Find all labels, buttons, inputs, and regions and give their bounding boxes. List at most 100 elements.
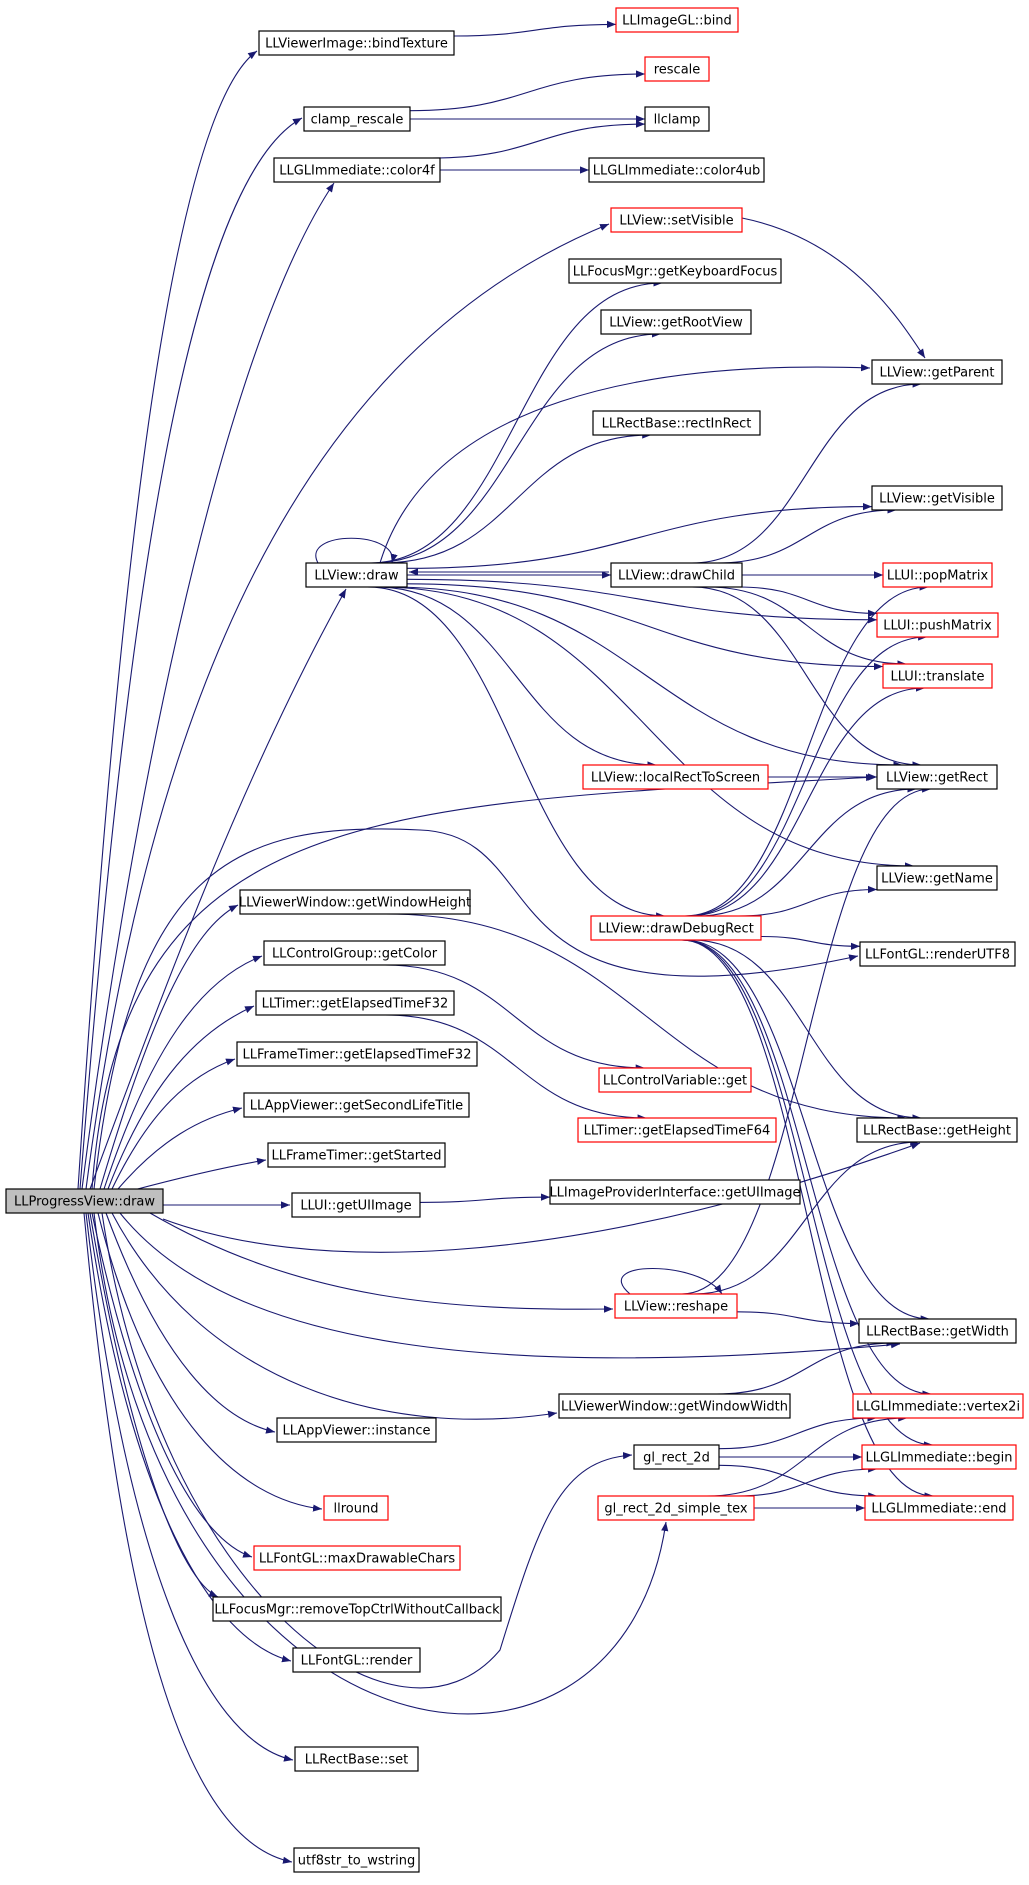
node-box [303,106,411,132]
edge-getColor-to-controlVariableGet [384,964,645,1072]
node-reshape[interactable]: LLView::reshape [614,1293,738,1319]
node-label: LLRectBase::getWidth [866,1325,1009,1340]
node-root[interactable]: LLProgressView::draw [5,1188,164,1214]
node-setVisible[interactable]: LLView::setVisible [610,207,743,233]
node-maxDrawableChars[interactable]: LLFontGL::maxDrawableChars [253,1545,461,1571]
node-label: LLControlGroup::getColor [272,947,438,962]
node-getWindowHeight[interactable]: LLViewerWindow::getWindowHeight [239,889,471,915]
node-rectInRect[interactable]: LLRectBase::rectInRect [592,410,761,436]
edge-root-to-renderUTF8 [93,828,859,1190]
node-bindTexture[interactable]: LLViewerImage::bindTexture [258,30,455,56]
edge-root-to-getWidth [119,1212,901,1359]
node-getParent[interactable]: LLView::getParent [871,359,1003,385]
node-label: LLView::reshape [624,1300,728,1315]
node-getStarted[interactable]: LLFrameTimer::getStarted [267,1142,446,1168]
edge-reshape-to-reshape [620,1268,723,1295]
edge-root-to-getElapsedTimeF32 [107,1005,255,1190]
node-getWidth[interactable]: LLRectBase::getWidth [858,1318,1017,1344]
node-localRectToScreen[interactable]: LLView::localRectToScreen [582,764,769,790]
node-vertex2i[interactable]: LLGLImmediate::vertex2i [852,1393,1024,1419]
node-drawDebugRect[interactable]: LLView::drawDebugRect [590,915,762,941]
node-getUIImage[interactable]: LLUI::getUIImage [291,1192,421,1218]
edge-root-to-getStarted [129,1157,267,1192]
node-translate[interactable]: LLUI::translate [882,663,993,689]
node-label: LLControlVariable::get [603,1074,747,1089]
edge-root-to-viewDraw [89,588,347,1190]
node-box [212,1596,502,1622]
node-llclamp[interactable]: llclamp [644,106,710,132]
node-box [615,7,739,33]
edge-root-to-removeTopCtrl [89,1212,219,1598]
node-instance[interactable]: LLAppViewer::instance [276,1417,437,1443]
edge-viewDraw-to-drawDebugRect [367,586,666,920]
node-popMatrix[interactable]: LLUI::popMatrix [882,562,993,588]
node-box [592,410,761,436]
node-getSecondLifeTitle[interactable]: LLAppViewer::getSecondLifeTitle [243,1092,470,1118]
edge-getElapsedTimeF32-to-getElapsedTimeF64 [385,1014,647,1122]
node-label: LLGLImmediate::color4f [279,164,435,179]
node-getRootView[interactable]: LLView::getRootView [600,309,752,335]
node-begin[interactable]: LLGLImmediate::begin [861,1444,1017,1470]
node-end[interactable]: LLGLImmediate::end [864,1495,1014,1521]
edge-gl_rect_2d_simple_tex-to-vertex2i [706,1414,908,1497]
edge-root-to-frameGetElapsed [111,1058,236,1190]
node-label: LLFocusMgr::removeTopCtrlWithoutCallback [214,1603,500,1618]
node-viewDraw[interactable]: LLView::draw [305,562,408,588]
node-rectSet[interactable]: LLRectBase::set [294,1746,419,1772]
node-getColor[interactable]: LLControlGroup::getColor [263,940,446,966]
node-getRect[interactable]: LLView::getRect [876,764,998,790]
node-label: LLUI::getUIImage [300,1199,411,1214]
node-rescale[interactable]: rescale [644,56,710,82]
node-controlVariableGet[interactable]: LLControlVariable::get [598,1067,752,1093]
node-label: LLView::drawChild [618,569,735,584]
node-gl_rect_2d_simple_tex[interactable]: gl_rect_2d_simple_tex [597,1495,755,1521]
node-gl_rect_2d[interactable]: gl_rect_2d [633,1444,720,1470]
edge-viewDraw-to-rectInRect [381,431,652,564]
node-providerGetUIImage[interactable]: LLImageProviderInterface::getUIImage [549,1179,801,1205]
node-pushMatrix[interactable]: LLUI::pushMatrix [876,612,999,638]
node-box [864,1495,1014,1521]
node-label: LLView::getVisible [879,492,995,507]
node-render[interactable]: LLFontGL::render [292,1647,421,1673]
node-color4f[interactable]: LLGLImmediate::color4f [273,157,441,183]
node-box [871,485,1003,511]
node-box [876,612,999,638]
node-box [610,207,743,233]
edge-reshape-to-getHeight [693,1138,920,1295]
node-box [600,309,752,335]
node-label: LLAppViewer::instance [283,1424,431,1439]
node-label: LLGLImmediate::end [871,1502,1006,1517]
node-removeTopCtrl[interactable]: LLFocusMgr::removeTopCtrlWithoutCallback [212,1596,502,1622]
node-frameGetElapsed[interactable]: LLFrameTimer::getElapsedTimeF32 [236,1041,478,1067]
node-box [598,1067,752,1093]
node-getWindowWidth[interactable]: LLViewerWindow::getWindowWidth [558,1393,791,1419]
edge-root-to-gl_rect_2d_simple_tex [93,1212,669,1715]
node-label: LLImageGL::bind [622,14,732,29]
edge-root-to-utf8str [83,1212,293,1864]
node-label: LLTimer::getElapsedTimeF32 [262,997,449,1012]
node-label: LLUI::popMatrix [887,569,989,584]
node-label: LLImageProviderInterface::getUIImage [549,1186,800,1201]
node-label: LLRectBase::getHeight [863,1124,1011,1139]
node-getHeight[interactable]: LLRectBase::getHeight [856,1117,1018,1143]
node-bind[interactable]: LLImageGL::bind [615,7,739,33]
node-clamp_rescale[interactable]: clamp_rescale [303,106,411,132]
node-label: LLFontGL::render [301,1654,413,1669]
node-color4ub[interactable]: LLGLImmediate::color4ub [588,157,765,183]
node-getName[interactable]: LLView::getName [876,865,998,891]
node-box [291,1192,421,1218]
edge-viewDraw-to-pushMatrix [406,578,878,624]
node-getVisible[interactable]: LLView::getVisible [871,485,1003,511]
node-getKeyboardFocus[interactable]: LLFocusMgr::getKeyboardFocus [568,258,782,284]
node-utf8str[interactable]: utf8str_to_wstring [293,1847,420,1873]
node-llround[interactable]: llround [323,1495,389,1521]
node-box [549,1179,801,1205]
node-box [861,1444,1017,1470]
edges-layer [77,20,934,1864]
node-getElapsedTimeF32[interactable]: LLTimer::getElapsedTimeF32 [255,990,455,1016]
node-drawChild[interactable]: LLView::drawChild [610,562,743,588]
node-box [882,562,993,588]
node-renderUTF8[interactable]: LLFontGL::renderUTF8 [859,941,1016,967]
node-label: rescale [654,63,701,78]
node-getElapsedTimeF64[interactable]: LLTimer::getElapsedTimeF64 [577,1117,777,1143]
